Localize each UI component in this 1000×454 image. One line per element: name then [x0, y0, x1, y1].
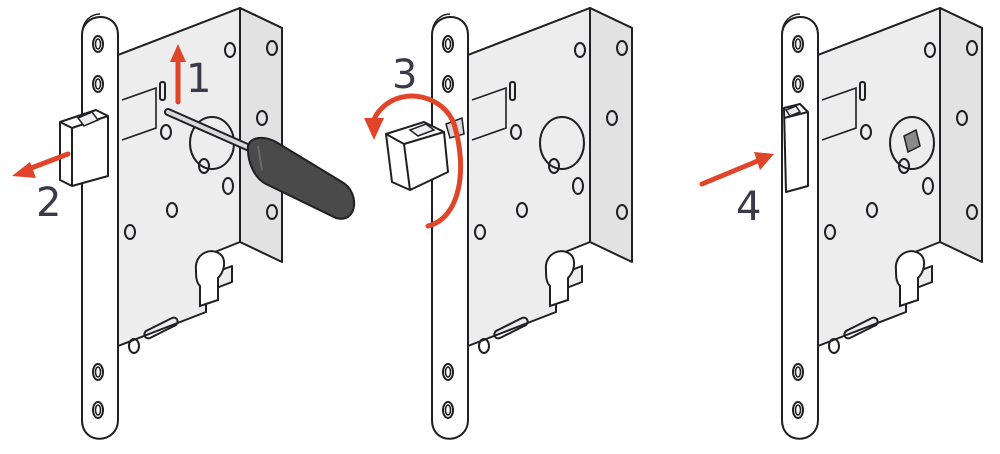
rotate-arrow-icon	[364, 93, 464, 229]
faceplate	[81, 13, 119, 440]
lock-case	[817, 7, 983, 354]
panel-step-1-2: 1 2	[12, 7, 356, 440]
spindle-square	[903, 128, 921, 154]
arrow-up-icon	[170, 44, 186, 105]
step-label-1: 1	[186, 56, 211, 102]
latch-bolt	[783, 103, 809, 193]
panel-step-4: 4	[699, 7, 983, 440]
latch-bolt	[59, 109, 109, 187]
panel-step-3: 3	[364, 7, 633, 440]
arrow-left-icon	[12, 151, 71, 178]
step-label-4: 4	[736, 184, 761, 230]
arrow-right-icon	[699, 152, 774, 187]
step-label-2: 2	[36, 180, 61, 226]
faceplate	[431, 13, 469, 440]
screwdriver-icon	[164, 108, 356, 220]
step-label-3: 3	[392, 52, 417, 98]
faceplate	[781, 13, 819, 440]
lock-case	[467, 7, 633, 354]
